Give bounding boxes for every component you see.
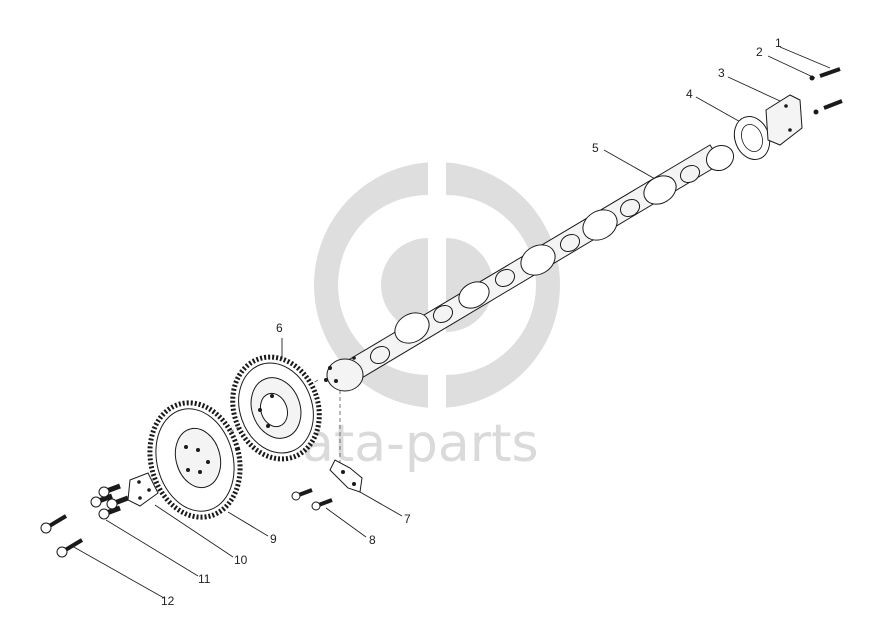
- callout-7: 7: [404, 512, 411, 526]
- camshaft: [324, 144, 735, 392]
- camshaft-hub: [324, 356, 364, 392]
- bracket-bolts: [291, 488, 333, 511]
- rear-bolts: [809, 67, 843, 115]
- idler-gear: [147, 400, 243, 520]
- front-bolts: [40, 514, 84, 558]
- callout-9: 9: [270, 532, 277, 546]
- callout-6: 6: [276, 321, 283, 335]
- callout-8: 8: [369, 533, 376, 547]
- bracket-plate: [329, 459, 363, 493]
- callout-2: 2: [756, 45, 763, 59]
- retaining-plate: [127, 472, 159, 507]
- camshaft-lobes: [369, 144, 735, 365]
- camshaft-gear: [230, 354, 322, 462]
- callout-1: 1: [775, 36, 782, 50]
- callout-labels: 1 2 3 4 5 6 7 8 9 10 11 12: [161, 36, 782, 608]
- leader-lines: [71, 46, 831, 599]
- callout-10: 10: [234, 553, 248, 567]
- callout-4: 4: [686, 87, 693, 101]
- callout-12: 12: [161, 594, 175, 608]
- rear-cover-plate: [765, 94, 803, 146]
- callout-3: 3: [718, 66, 725, 80]
- callout-5: 5: [592, 141, 599, 155]
- gear-bolts: [90, 483, 129, 520]
- callout-11: 11: [198, 572, 211, 586]
